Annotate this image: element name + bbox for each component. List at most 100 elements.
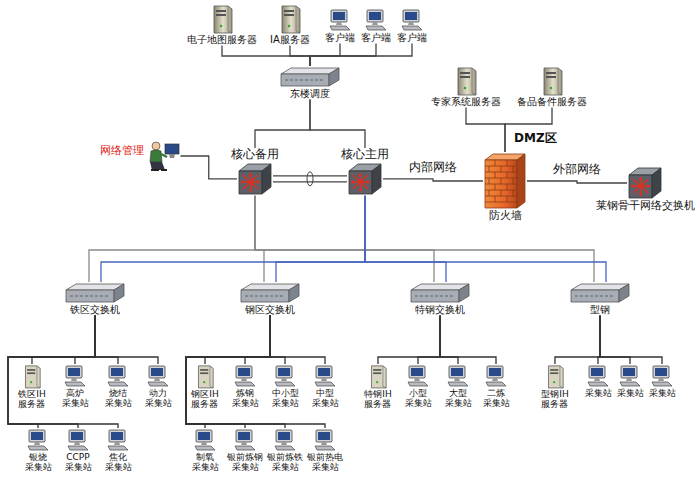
server-icon: [279, 4, 301, 34]
switch-node: 钢区交换机: [239, 282, 301, 316]
workstation-node: 中型 采集站: [312, 364, 339, 409]
workstation-icon: [63, 364, 87, 388]
server-icon: [23, 364, 41, 389]
workstation-icon: [146, 364, 170, 388]
network-link: [186, 316, 270, 429]
workstation-icon: [328, 8, 352, 32]
workstation-icon: [650, 364, 674, 388]
network-link: [270, 316, 325, 365]
server-icon: [369, 364, 387, 389]
network-link: [276, 196, 365, 282]
server-node: IA服务器: [270, 4, 310, 46]
workstation-node: 采集站: [617, 364, 644, 398]
workstation-node: 焦化 采集站: [105, 428, 132, 473]
admin-icon: [147, 140, 181, 172]
server-node: 专家系统服务器: [431, 66, 501, 108]
switch-icon: [64, 282, 126, 304]
workstation-icon: [26, 428, 50, 452]
device-label: 动力 采集站: [145, 388, 172, 409]
server-icon: [546, 364, 564, 389]
server-icon: [541, 66, 563, 96]
network-link: [378, 316, 440, 365]
network-link: [290, 46, 310, 67]
workstation-icon: [233, 428, 257, 452]
network-link: [222, 46, 310, 67]
device-label: 中型 采集站: [312, 388, 339, 409]
workstation-icon: [273, 428, 297, 452]
core-switch-icon: [627, 166, 663, 200]
device-label: 二炼 采集站: [483, 388, 510, 409]
link-label: 外部网络: [551, 161, 603, 178]
device-label: 钢区IH 服务器: [191, 389, 218, 410]
device-label: CCPP 采集站: [65, 452, 92, 473]
device-label: 采集站: [649, 388, 676, 398]
network-link: [310, 100, 365, 149]
workstation-node: 客户端: [325, 8, 355, 44]
device-label: 烧结 采集站: [105, 388, 132, 409]
device-label: 小型 采集站: [405, 388, 432, 409]
link-label: 内部网络: [407, 159, 459, 176]
network-link: [310, 44, 340, 67]
core-switch-node: 核心主用: [341, 148, 389, 196]
admin-node: 网络管理: [100, 140, 181, 172]
device-label: 防火墙: [489, 210, 522, 223]
workstation-icon: [406, 364, 430, 388]
switch-icon: [279, 66, 341, 88]
device-label: 电子地图服务器: [187, 34, 257, 46]
network-link: [600, 316, 662, 365]
workstation-node: 采集站: [585, 364, 612, 398]
network-link: [418, 316, 440, 365]
workstation-node: 中小型 采集站: [272, 364, 299, 409]
link-bundle-mark: [307, 172, 313, 186]
device-label: 炼钢 采集站: [232, 388, 259, 409]
workstation-node: 银前炼钢 采集站: [227, 428, 263, 473]
workstation-icon: [233, 364, 257, 388]
network-link: [101, 196, 365, 282]
switch-node: 东楼调度: [279, 66, 341, 100]
device-label: 型钢: [590, 304, 610, 316]
switch-icon: [239, 282, 301, 304]
workstation-icon: [446, 364, 470, 388]
workstation-icon: [106, 364, 130, 388]
workstation-node: 动力 采集站: [145, 364, 172, 409]
workstation-node: 高炉 采集站: [62, 364, 89, 409]
workstation-icon: [66, 428, 90, 452]
workstation-node: 炼钢 采集站: [232, 364, 259, 409]
device-label: 中小型 采集站: [272, 388, 299, 409]
workstation-icon: [193, 428, 217, 452]
device-label: 焦化 采集站: [105, 452, 132, 473]
workstation-node: 客户端: [361, 8, 391, 44]
network-link: [440, 316, 496, 365]
network-link: [8, 316, 95, 429]
device-label: 网络管理: [100, 145, 144, 158]
device-label: 专家系统服务器: [431, 96, 501, 108]
device-label: 特钢交换机: [415, 304, 465, 316]
device-label: 核心主用: [341, 148, 389, 162]
network-link: [466, 108, 505, 153]
network-link: [555, 316, 600, 365]
server-node: 特钢IH 服务器: [364, 364, 391, 410]
device-label: 采集站: [617, 388, 644, 398]
region-label: DMZ区: [512, 130, 559, 147]
network-link: [95, 316, 158, 365]
switch-icon: [569, 282, 631, 304]
network-link: [8, 316, 95, 429]
workstation-icon: [586, 364, 610, 388]
network-link: [8, 316, 118, 429]
firewall-icon: [483, 152, 527, 210]
device-label: 客户端: [361, 32, 391, 44]
device-label: 采集站: [585, 388, 612, 398]
network-link: [89, 196, 255, 282]
server-node: 电子地图服务器: [187, 4, 257, 46]
switch-node: 铁区交换机: [64, 282, 126, 316]
switch-icon: [409, 282, 471, 304]
workstation-node: 采集站: [649, 364, 676, 398]
server-icon: [211, 4, 233, 34]
device-label: 备品备件服务器: [517, 96, 587, 108]
device-label: 东楼调度: [290, 88, 330, 100]
workstation-node: 烧结 采集站: [105, 364, 132, 409]
device-label: 银前热电 采集站: [307, 452, 343, 473]
switch-node: 型钢: [569, 282, 631, 316]
device-label: 银前炼铁 采集站: [267, 452, 303, 473]
